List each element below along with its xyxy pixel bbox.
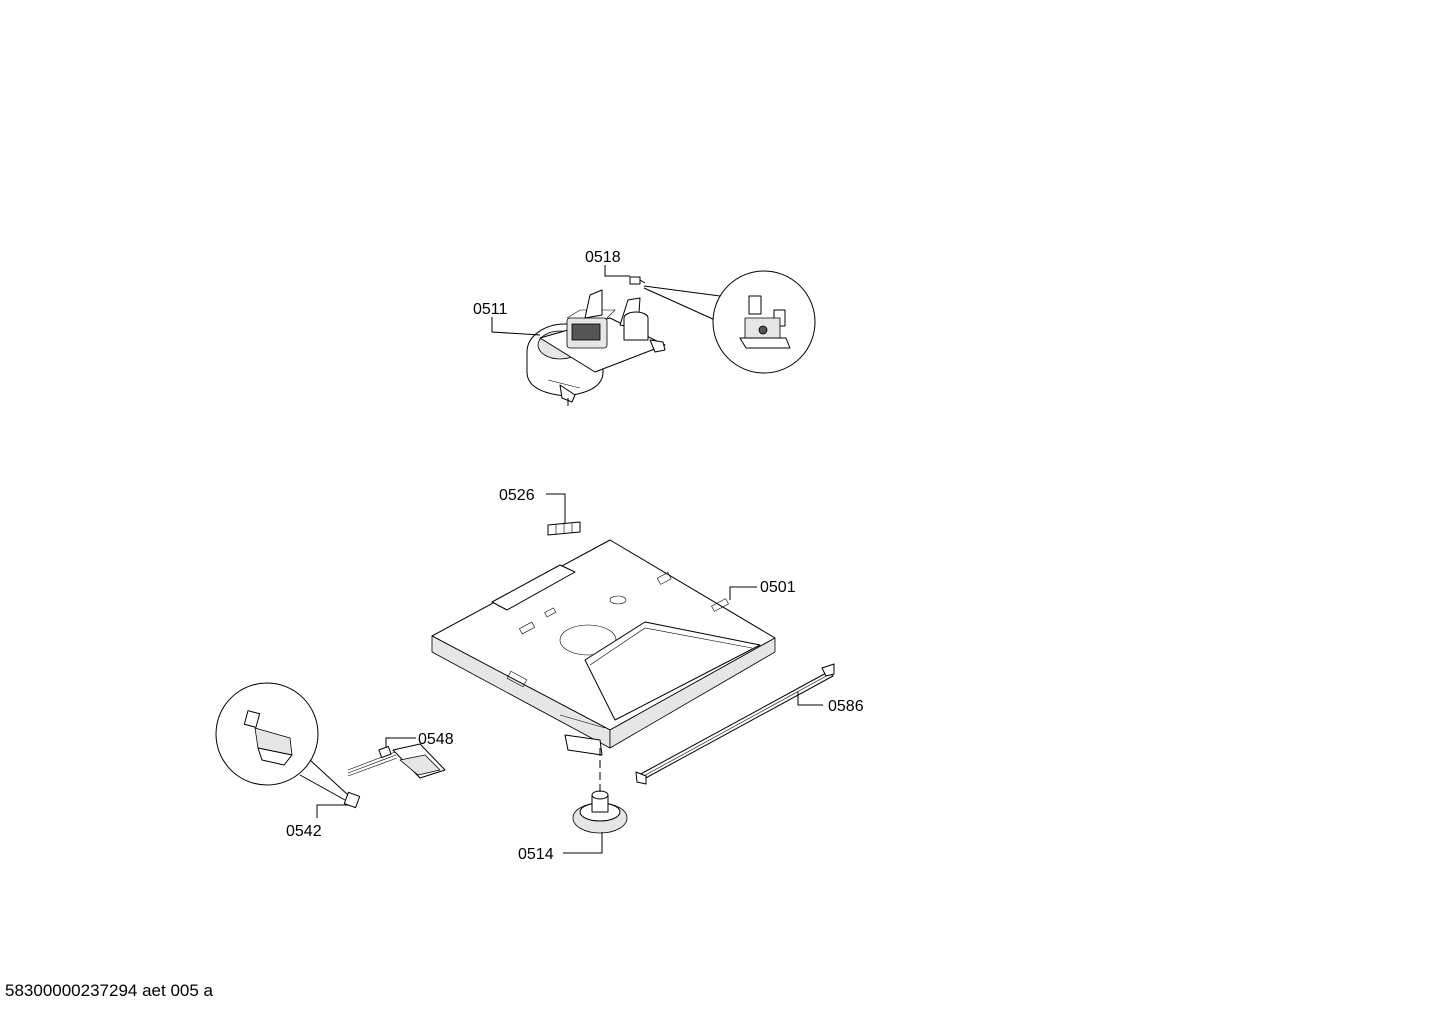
thermostat-detail-view xyxy=(643,270,816,374)
diagram-code: 58300000237294 aet 005 a xyxy=(5,981,213,1000)
thermostat-part[interactable] xyxy=(629,276,646,285)
clip-part[interactable] xyxy=(547,521,581,536)
label-0511: 0511 xyxy=(473,301,508,318)
label-0548: 0548 xyxy=(418,731,454,748)
base-plate[interactable] xyxy=(431,539,776,756)
microswitch-detail-view xyxy=(215,682,349,801)
label-0514: 0514 xyxy=(518,846,554,863)
door-switch-part[interactable] xyxy=(347,743,446,779)
label-0542: 0542 xyxy=(286,823,322,840)
label-0586: 0586 xyxy=(828,698,864,715)
leader-lines xyxy=(316,265,823,854)
label-0526: 0526 xyxy=(499,487,535,504)
label-0518: 0518 xyxy=(585,249,621,266)
label-0501: 0501 xyxy=(760,579,796,596)
rail-part[interactable] xyxy=(635,663,835,785)
foot-part[interactable] xyxy=(572,790,628,834)
fan-motor-assembly[interactable] xyxy=(526,289,666,406)
part-labels: 0518 0511 0526 0501 0586 0548 0542 0514 xyxy=(286,249,864,863)
microswitch-part[interactable] xyxy=(343,791,361,809)
